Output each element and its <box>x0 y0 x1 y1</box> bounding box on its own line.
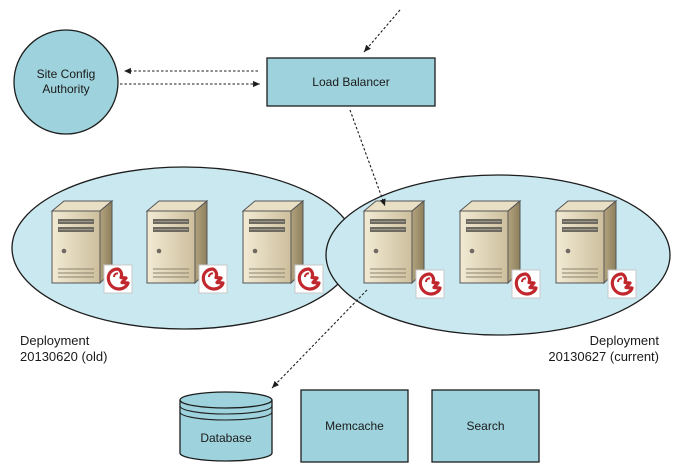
app-logo-icon <box>197 263 229 295</box>
server-icon <box>146 200 208 284</box>
app-logo-icon <box>510 268 542 300</box>
app-logo-icon <box>606 268 638 300</box>
search-text: Search <box>466 418 505 433</box>
server-icon <box>363 200 425 284</box>
deployment-old-line2: 20130620 (old) <box>20 349 108 364</box>
incoming-traffic-arrow <box>363 9 401 53</box>
app-logo-icon <box>414 268 446 300</box>
load-balancer-text: Load Balancer <box>312 74 390 89</box>
search-node <box>431 389 540 463</box>
memcache-text: Memcache <box>325 418 384 433</box>
database-label: Database <box>180 418 272 458</box>
deployment-current-caption: Deployment 20130627 (current) <box>548 333 659 365</box>
search-label: Search <box>432 390 539 462</box>
load-balancer-node <box>266 57 436 107</box>
app-logo-icon <box>102 263 134 295</box>
deployment-old-caption: Deployment 20130620 (old) <box>20 333 107 365</box>
deployment-current-line2: 20130627 (current) <box>548 349 659 364</box>
memcache-node <box>300 389 409 463</box>
server-icon <box>459 200 521 284</box>
server-icon <box>555 200 617 284</box>
site-config-authority-node <box>13 29 119 135</box>
server-icon <box>242 200 304 284</box>
load-balancer-label: Load Balancer <box>267 58 435 106</box>
server-icon <box>51 200 113 284</box>
deployment-current-line1: Deployment <box>589 333 659 348</box>
app-logo-icon <box>293 263 325 295</box>
database-node <box>179 391 273 462</box>
site-config-authority-label: Site Config Authority <box>16 62 116 102</box>
database-text: Database <box>200 430 252 445</box>
lb-to-current-deployment-arrow <box>349 109 386 207</box>
site-config-authority-text: Site Config Authority <box>36 67 96 96</box>
memcache-label: Memcache <box>301 390 408 462</box>
server-to-database-arrow <box>271 289 368 389</box>
deployment-old-line1: Deployment <box>20 333 90 348</box>
